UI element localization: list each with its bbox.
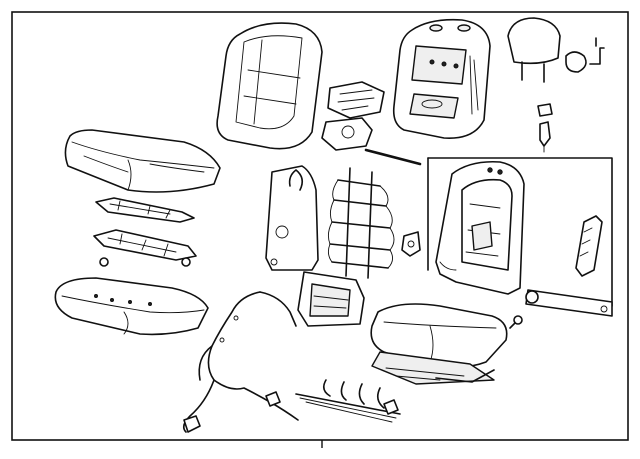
cushion-heater-upper[interactable] bbox=[95, 197, 195, 223]
headrest-guide[interactable] bbox=[565, 37, 605, 73]
diagram-border bbox=[11, 11, 629, 441]
side-trim-panel[interactable] bbox=[575, 215, 603, 277]
cushion-heater-lower[interactable] bbox=[93, 229, 197, 267]
harness-cushion[interactable] bbox=[295, 379, 401, 423]
back-cover-rear[interactable] bbox=[392, 18, 491, 139]
bolt[interactable] bbox=[509, 315, 523, 329]
lumbar-plate[interactable] bbox=[321, 81, 385, 151]
cushion-frame-assembly[interactable] bbox=[370, 303, 508, 385]
back-panel[interactable] bbox=[265, 165, 319, 271]
bracket-small[interactable] bbox=[401, 231, 421, 257]
adjuster-knob[interactable] bbox=[537, 103, 553, 153]
back-frame-assembly[interactable] bbox=[435, 160, 525, 295]
armature-frame[interactable] bbox=[297, 271, 365, 327]
harness-main[interactable] bbox=[182, 291, 299, 433]
recliner-rod[interactable] bbox=[525, 289, 613, 317]
back-frame-box bbox=[427, 157, 613, 307]
back-cover[interactable] bbox=[216, 22, 323, 150]
back-spring-frame[interactable] bbox=[327, 167, 395, 279]
headrest[interactable] bbox=[507, 17, 561, 83]
cushion-cover[interactable] bbox=[64, 129, 221, 193]
back-rod[interactable] bbox=[364, 148, 422, 166]
cushion-pad[interactable] bbox=[54, 277, 209, 336]
